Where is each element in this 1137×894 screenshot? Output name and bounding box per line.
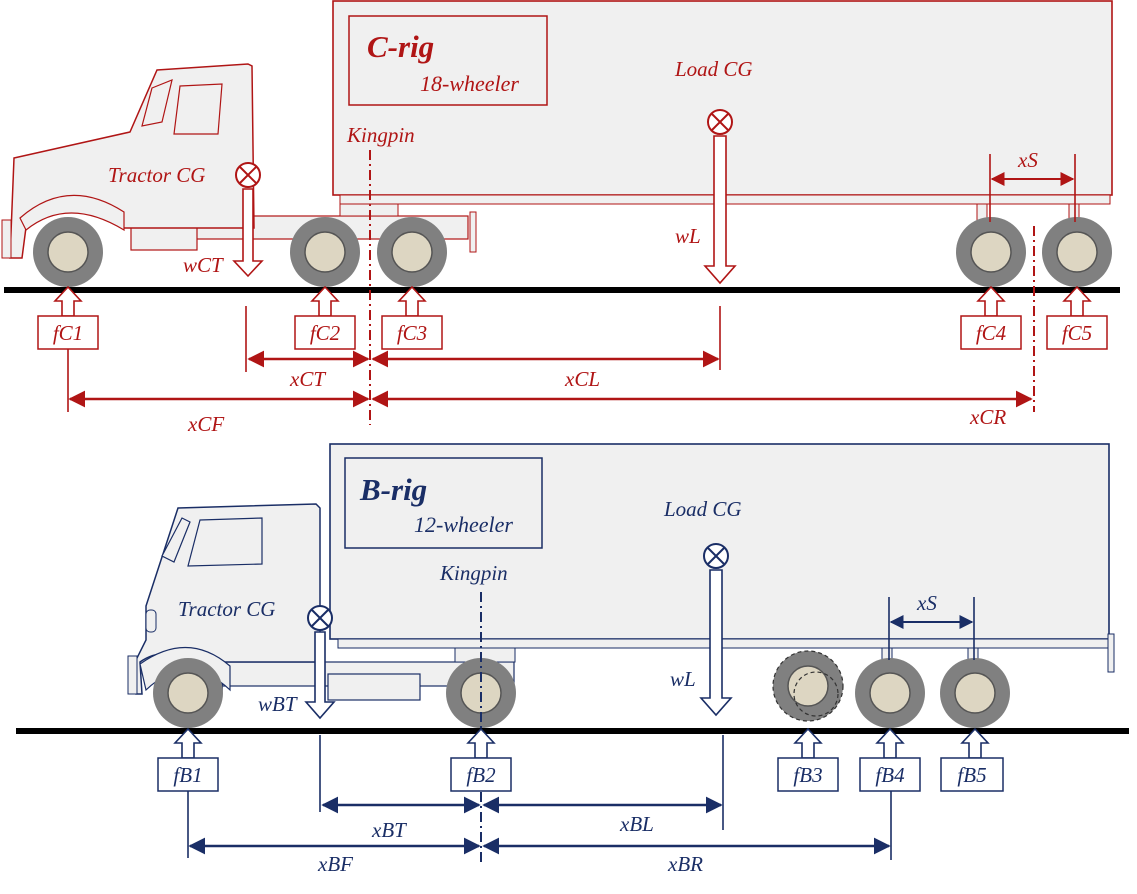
brig-force-box-5	[940, 757, 1004, 792]
brig-dim-xf-label: xBF	[317, 852, 353, 876]
brig-tractor-cg-icon	[307, 605, 333, 631]
crig-wt-label: wCT	[183, 253, 224, 277]
brig-tractor-cg-label: Tractor CG	[178, 597, 275, 621]
crig-force-box-4	[960, 315, 1022, 350]
brig-load-cg-icon	[703, 543, 729, 569]
crig-mudflap	[469, 211, 477, 253]
brig-wheel-1	[153, 658, 223, 728]
crig-windshield	[141, 79, 173, 127]
crig-force-box-2	[294, 315, 356, 350]
brig-force-label-3: fB3	[793, 763, 822, 787]
crig-wheel-3	[377, 217, 447, 287]
brig-force-label-2: fB2	[466, 763, 496, 787]
crig-wt-arrow	[232, 188, 264, 278]
brig-wl-label: wL	[670, 667, 696, 691]
brig-force-label-1: fB1	[173, 763, 202, 787]
brig-wheel-3	[772, 650, 844, 722]
brig-force-box-4	[859, 757, 921, 792]
crig-wheel-2	[290, 217, 360, 287]
crig-side-window	[173, 83, 223, 135]
crig-force-label-2: fC2	[310, 321, 341, 345]
crig-force-box-3	[381, 315, 443, 350]
crig-xs-label: xS	[1017, 148, 1038, 172]
crig-force-arrow-3	[397, 285, 427, 317]
crig-force-box-5	[1046, 315, 1108, 350]
brig-force-arrow-3	[793, 727, 823, 759]
crig-force-label-1: fC1	[53, 321, 83, 345]
crig-force-arrow-2	[310, 285, 340, 317]
crig-title-box	[348, 15, 548, 106]
brig-dim-xt-label: xBT	[371, 818, 407, 842]
crig-force-arrow-1	[53, 285, 83, 317]
brig-dim-xr-label: xBR	[667, 852, 703, 876]
brig-dim-xl-label: xBL	[619, 812, 654, 836]
brig-headlight	[145, 609, 157, 633]
crig-force-label-5: fC5	[1062, 321, 1092, 345]
crig-group: C-rig 18-wheeler Kingpin Load CG	[1, 0, 1120, 436]
brig-force-arrow-5	[960, 727, 990, 759]
brig-fuel-tank	[327, 673, 421, 701]
brig-force-label-4: fB4	[875, 763, 905, 787]
crig-wheel-1	[33, 217, 103, 287]
crig-load-cg-label: Load CG	[674, 57, 753, 81]
brig-force-label-5: fB5	[957, 763, 986, 787]
crig-wl-arrow	[703, 135, 737, 285]
crig-tractor-cg-label: Tractor CG	[108, 163, 205, 187]
brig-force-arrow-4	[875, 727, 905, 759]
crig-subtitle: 18-wheeler	[420, 71, 519, 96]
crig-tractor-cg-icon	[235, 162, 261, 188]
crig-dim-xr-label: xCR	[969, 405, 1006, 429]
brig-kingpin-label: Kingpin	[439, 561, 508, 585]
brig-group: B-rig 12-wheeler Kingpin	[16, 443, 1129, 876]
brig-force-box-3	[777, 757, 839, 792]
crig-dim-xt-label: xCT	[289, 367, 326, 391]
brig-force-arrow-2	[466, 727, 496, 759]
brig-force-arrow-1	[173, 727, 203, 759]
crig-force-label-4: fC4	[976, 321, 1007, 345]
brig-load-cg-label: Load CG	[663, 497, 742, 521]
brig-wt-label: wBT	[258, 692, 298, 716]
crig-title: C-rig	[367, 29, 434, 64]
brig-force-box-1	[157, 757, 219, 792]
crig-load-cg-icon	[707, 109, 733, 135]
crig-fender	[19, 194, 125, 232]
crig-bumper	[1, 219, 12, 259]
brig-wt-arrow	[304, 631, 336, 720]
crig-wheel-4	[956, 217, 1026, 287]
crig-kingpin-label: Kingpin	[346, 123, 415, 147]
brig-title-box	[344, 457, 543, 549]
crig-dim-xf-label: xCF	[187, 412, 224, 436]
brig-title: B-rig	[359, 472, 427, 507]
brig-rear-bumper	[1107, 633, 1115, 673]
crig-force-arrow-5	[1062, 285, 1092, 317]
crig-wheel-5	[1042, 217, 1112, 287]
brig-bumper	[127, 655, 138, 695]
crig-dim-xl-label: xCL	[564, 367, 600, 391]
crig-force-label-3: fC3	[397, 321, 427, 345]
brig-wheel-5	[940, 658, 1010, 728]
crig-fuel-tank	[130, 225, 198, 251]
brig-trailer-skirt	[337, 638, 1111, 649]
brig-xs-label: xS	[916, 591, 937, 615]
brig-subtitle: 12-wheeler	[414, 512, 513, 537]
brig-wl-arrow	[699, 569, 733, 717]
brig-windshield	[161, 517, 191, 563]
brig-force-box-2	[450, 757, 512, 792]
brig-side-window	[187, 517, 263, 567]
crig-wl-label: wL	[675, 224, 701, 248]
brig-wheel-4	[855, 658, 925, 728]
crig-force-arrow-4	[976, 285, 1006, 317]
